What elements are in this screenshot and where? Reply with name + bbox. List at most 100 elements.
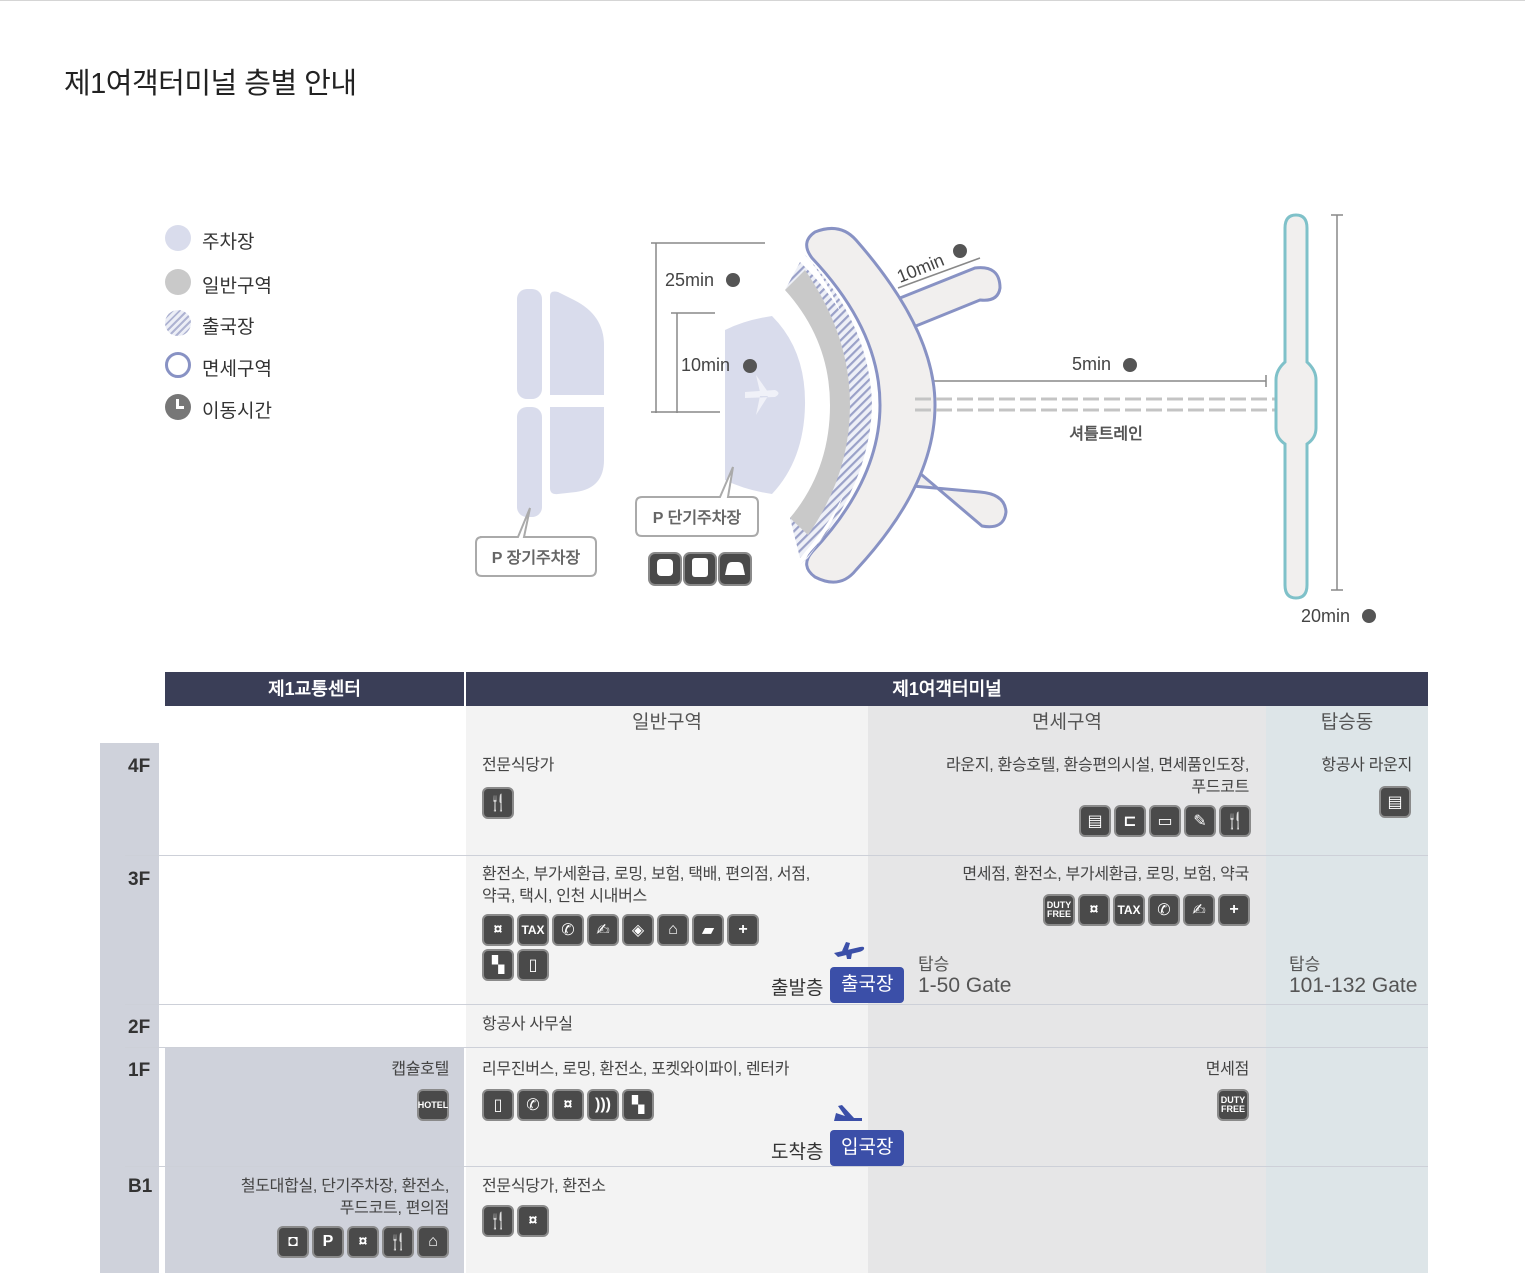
pharmacy-icon: + [1218,894,1250,926]
floor-label-2f: 2F [128,1017,151,1038]
header-transport-center: 제1교통센터 [165,672,464,706]
parcel-icon: ◈ [622,914,654,946]
f1-transport-icons: HOTEL [417,1089,449,1121]
page-title: 제1여객터미널 층별 안내 [64,68,357,100]
shuttle-train-label: 셔틀트레인 [1069,425,1143,443]
roaming-icon: ✆ [1148,894,1180,926]
top-divider [0,0,1525,1]
clock-icon [743,359,757,373]
roaming-icon: ✆ [517,1089,549,1121]
currency-exchange-icon: ¤ [517,1205,549,1237]
time-label-5: 5min [1072,354,1111,374]
train-icon: ◘ [277,1226,309,1258]
departure-hall-badge: 출국장 [830,967,905,1003]
currency-exchange-icon: ¤ [552,1089,584,1121]
duty-free-zone-band [868,706,1266,1273]
floor-label-1f: 1F [128,1060,151,1081]
tax-refund-icon: TAX [1113,894,1145,926]
hotel-icon: HOTEL [417,1089,449,1121]
parking-icon: P [312,1226,344,1258]
delivery-icon: ✎ [1184,805,1216,837]
parking-swatch [165,225,191,251]
f4-concourse-icons: ▤ [1379,786,1411,818]
f4-duty-free-icons: ▤ ⊏ ▭ ✎ 🍴 [1079,805,1251,837]
duty-free-swatch [165,352,191,378]
general-zone-swatch [165,269,191,295]
currency-exchange-icon: ¤ [1078,894,1110,926]
b1-general-icons: 🍴 ¤ [482,1205,549,1237]
bookstore-icon: ▰ [692,914,724,946]
legend-label: 면세구역 [202,359,272,380]
f4-duty-free-facilities: 라운지, 환승호텔, 환승편의시설, 면세품인도장, 푸드코트 [946,757,1249,796]
row-divider [125,1004,1428,1005]
row-divider [125,1166,1428,1167]
departure-plane-icon [834,942,865,959]
row-divider [125,1047,1428,1048]
departure-floor-label: 출발층 [771,978,824,999]
f4-general-facilities: 전문식당가 [482,757,555,774]
long-term-parking-label: P 장기주차장 [492,549,581,567]
hotel-bed-icon: ⊏ [1114,805,1146,837]
currency-exchange-icon: ¤ [482,914,514,946]
tax-refund-icon: TAX [517,914,549,946]
floor-label-4f: 4F [128,756,151,777]
distance-guides [651,214,1343,591]
legend-parking: 주차장 [164,224,364,254]
long-term-parking-callout [475,507,597,577]
legend-duty-free: 면세구역 [164,351,364,381]
restaurant-icon: 🍴 [482,787,514,819]
subheader-duty-free: 면세구역 [1032,712,1102,733]
shuttle-train-track [915,397,1280,412]
b1-transport-icons: ◘ P ¤ 🍴 ⌂ [277,1226,449,1258]
f3-general-icons-row2: ▚ ▯ [482,949,549,981]
wifi-icon: ))) [587,1089,619,1121]
floor-label-3f: 3F [128,869,151,890]
lounge-icon: ▤ [1079,805,1111,837]
legend-general-zone: 일반구역 [164,268,364,298]
time-label-20: 20min [1301,606,1350,626]
short-term-parking-label: P 단기주차장 [653,509,742,527]
terminal-building [785,226,1008,584]
gate-range-concourse: 101-132 Gate [1289,974,1418,997]
legend-label: 이동시간 [202,401,272,422]
f4-general-icons: 🍴 [482,787,514,819]
terminal-map: P 장기주차장 P 단기주차장 [475,213,1376,626]
clock-icon [953,244,967,258]
clock-icon [1362,609,1376,623]
row-divider [125,855,1428,856]
f3-duty-free-facilities: 면세점, 환전소, 부가세환급, 로밍, 보험, 약국 [962,866,1249,883]
long-term-parking-area [517,289,604,517]
short-term-parking-callout [635,466,759,537]
gate-label-concourse: 탑승 [1289,955,1321,974]
subheader-concourse: 탑승동 [1320,712,1374,733]
clock-icon [726,273,740,287]
general-zone-band [466,706,868,1273]
f1-general-icons: ▯ ✆ ¤ ))) ▚ [482,1089,654,1121]
time-label-10-parking: 10min [681,355,730,375]
subheader-general: 일반구역 [632,712,702,733]
legend-label: 출국장 [202,317,255,338]
f2-general-facilities: 항공사 사무실 [482,1016,573,1033]
f1-transport-facilities: 캡슐호텔 [391,1061,449,1078]
time-label-25: 25min [665,270,714,290]
transport-icons [648,552,752,586]
concourse-building [1274,213,1318,600]
restaurant-icon: 🍴 [382,1226,414,1258]
arrival-plane-icon [834,1105,862,1121]
roaming-icon: ✆ [552,914,584,946]
rental-car-icon: ▚ [622,1089,654,1121]
cafe-icon: ▭ [1149,805,1181,837]
pharmacy-icon: + [727,914,759,946]
f4-concourse-facilities: 항공사 라운지 [1321,757,1412,774]
limousine-bus-icon: ▯ [482,1089,514,1121]
restaurant-icon: 🍴 [482,1205,514,1237]
legend-travel-time: 이동시간 [164,393,364,423]
insurance-icon: ✍ [1183,894,1215,926]
gate-range-main: 1-50 Gate [918,974,1012,997]
legend-label: 주차장 [202,232,255,253]
header-terminal-1: 제1여객터미널 [466,672,1428,706]
